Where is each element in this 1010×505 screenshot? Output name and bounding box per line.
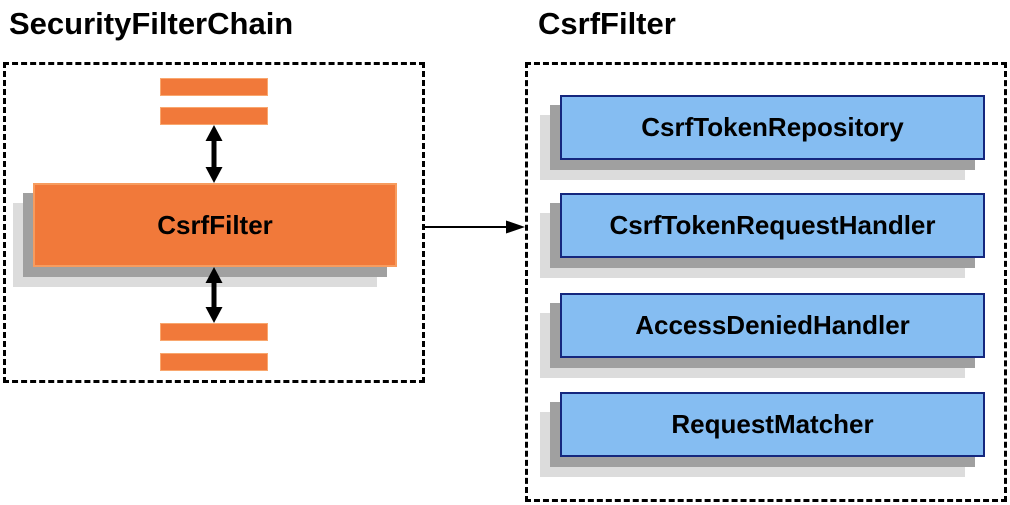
component-box-csrf-token-repository: CsrfTokenRepository [560, 95, 985, 160]
component-label: CsrfTokenRequestHandler [609, 210, 936, 240]
component-box-csrf-token-request-handler: CsrfTokenRequestHandler [560, 193, 985, 258]
right-arrow-icon [423, 220, 525, 234]
csrf-filter-node: CsrfFilter [33, 183, 397, 267]
component-box-access-denied-handler: AccessDeniedHandler [560, 293, 985, 358]
filter-placeholder-bar [160, 323, 268, 341]
up-down-arrow-icon [205, 125, 223, 183]
component-label: RequestMatcher [671, 409, 874, 439]
filter-placeholder-bar [160, 78, 268, 96]
up-down-arrow-icon [205, 267, 223, 323]
csrf-filter-container: CsrfTokenRepository CsrfTokenRequestHand… [525, 62, 1007, 502]
security-filter-chain-title: SecurityFilterChain [9, 6, 294, 41]
component-label: AccessDeniedHandler [635, 310, 910, 340]
filter-placeholder-bar [160, 353, 268, 371]
csrf-filter-node-label: CsrfFilter [157, 210, 273, 240]
csrf-filter-title: CsrfFilter [538, 6, 676, 41]
component-box-request-matcher: RequestMatcher [560, 392, 985, 457]
security-filter-chain-container: CsrfFilter [3, 62, 425, 383]
component-label: CsrfTokenRepository [641, 112, 904, 142]
filter-placeholder-bar [160, 107, 268, 125]
